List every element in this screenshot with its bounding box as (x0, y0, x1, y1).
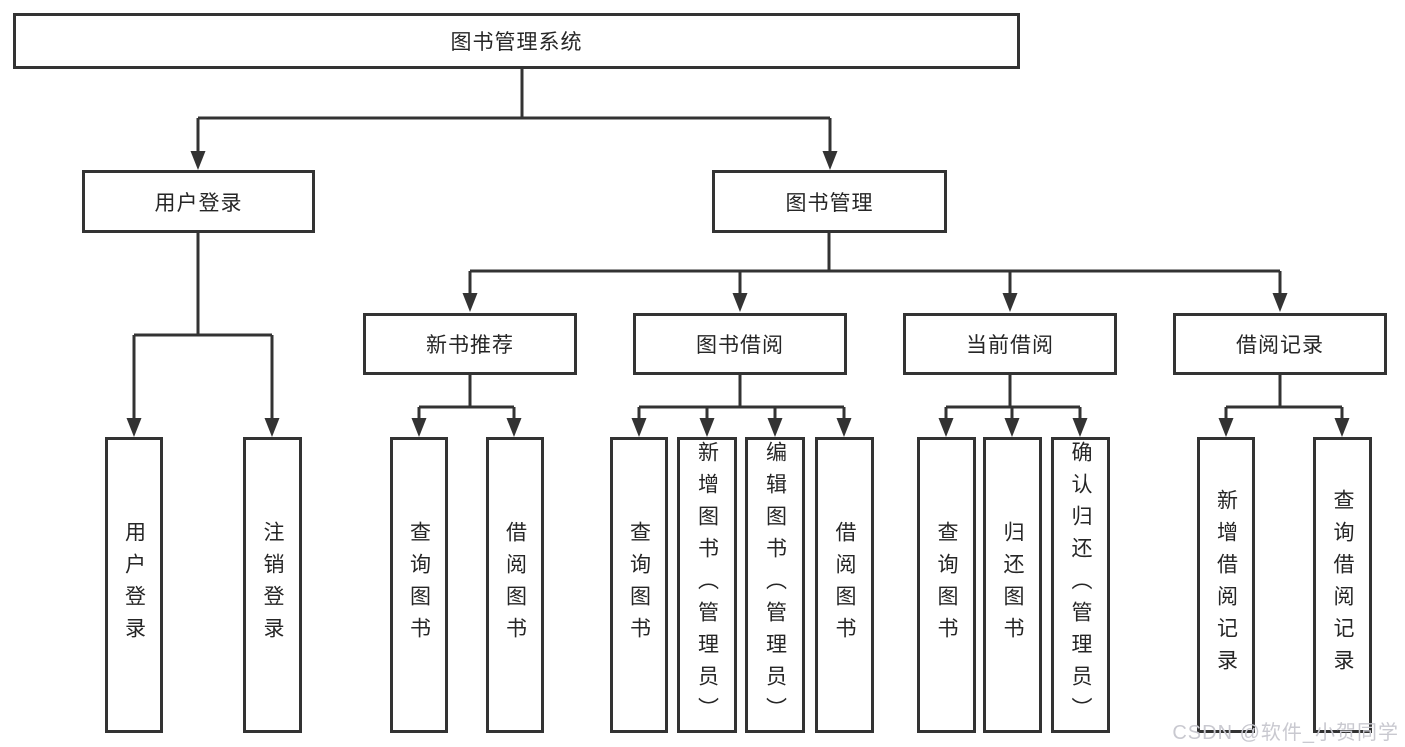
leaf-borrow-book-1: 借阅图书 (486, 437, 544, 733)
node-user-login: 用户登录 (82, 170, 315, 233)
leaf-add-borrow-record: 新增借阅记录 (1197, 437, 1255, 733)
leaf-edit-book-admin: 编辑图书（管理员） (745, 437, 805, 733)
leaf-query-borrow-record: 查询借阅记录 (1313, 437, 1372, 733)
leaf-user-login: 用户登录 (105, 437, 163, 733)
leaf-add-book-admin: 新增图书（管理员） (677, 437, 737, 733)
node-root: 图书管理系统 (13, 13, 1020, 69)
node-book-borrow: 图书借阅 (633, 313, 847, 375)
node-borrow-records: 借阅记录 (1173, 313, 1387, 375)
leaf-query-book-2: 查询图书 (610, 437, 668, 733)
arrowhead-group (126, 151, 1350, 437)
leaf-borrow-book-2: 借阅图书 (815, 437, 874, 733)
node-new-book-recommend: 新书推荐 (363, 313, 577, 375)
leaf-query-book-3: 查询图书 (917, 437, 976, 733)
csdn-watermark: CSDN @软件_小贺同学 (1172, 722, 1399, 744)
leaf-confirm-return-admin: 确认归还（管理员） (1051, 437, 1110, 733)
leaf-query-book-1: 查询图书 (390, 437, 448, 733)
node-current-borrow: 当前借阅 (903, 313, 1117, 375)
node-book-manage: 图书管理 (712, 170, 947, 233)
leaf-return-book: 归还图书 (983, 437, 1042, 733)
leaf-logout: 注销登录 (243, 437, 302, 733)
